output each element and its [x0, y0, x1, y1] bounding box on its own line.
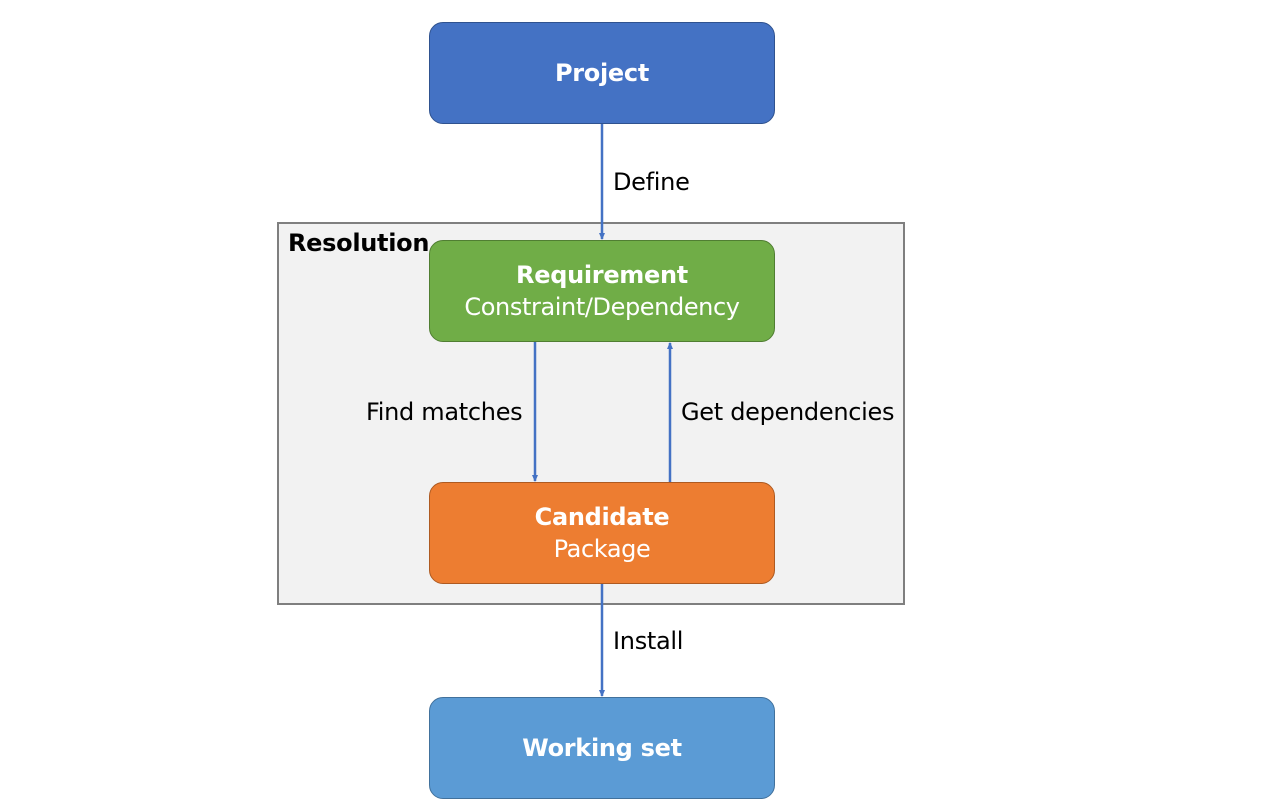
candidate-node-title: Candidate: [534, 503, 670, 531]
project-node-title: Project: [554, 59, 650, 87]
project-node: Project: [429, 22, 775, 124]
candidate-node-subtitle: Package: [553, 535, 651, 563]
candidate-node: Candidate Package: [429, 482, 775, 584]
requirement-node-title: Requirement: [516, 261, 688, 289]
edge-label-find-matches: Find matches: [366, 398, 523, 426]
working-set-node-title: Working set: [522, 734, 682, 762]
edge-label-install: Install: [613, 627, 684, 655]
requirement-node-subtitle: Constraint/Dependency: [464, 293, 740, 321]
working-set-node: Working set: [429, 697, 775, 799]
edge-label-define: Define: [613, 168, 690, 196]
edge-label-get-dependencies: Get dependencies: [681, 398, 895, 426]
requirement-node: Requirement Constraint/Dependency: [429, 240, 775, 342]
resolution-group-label: Resolution: [288, 229, 430, 257]
